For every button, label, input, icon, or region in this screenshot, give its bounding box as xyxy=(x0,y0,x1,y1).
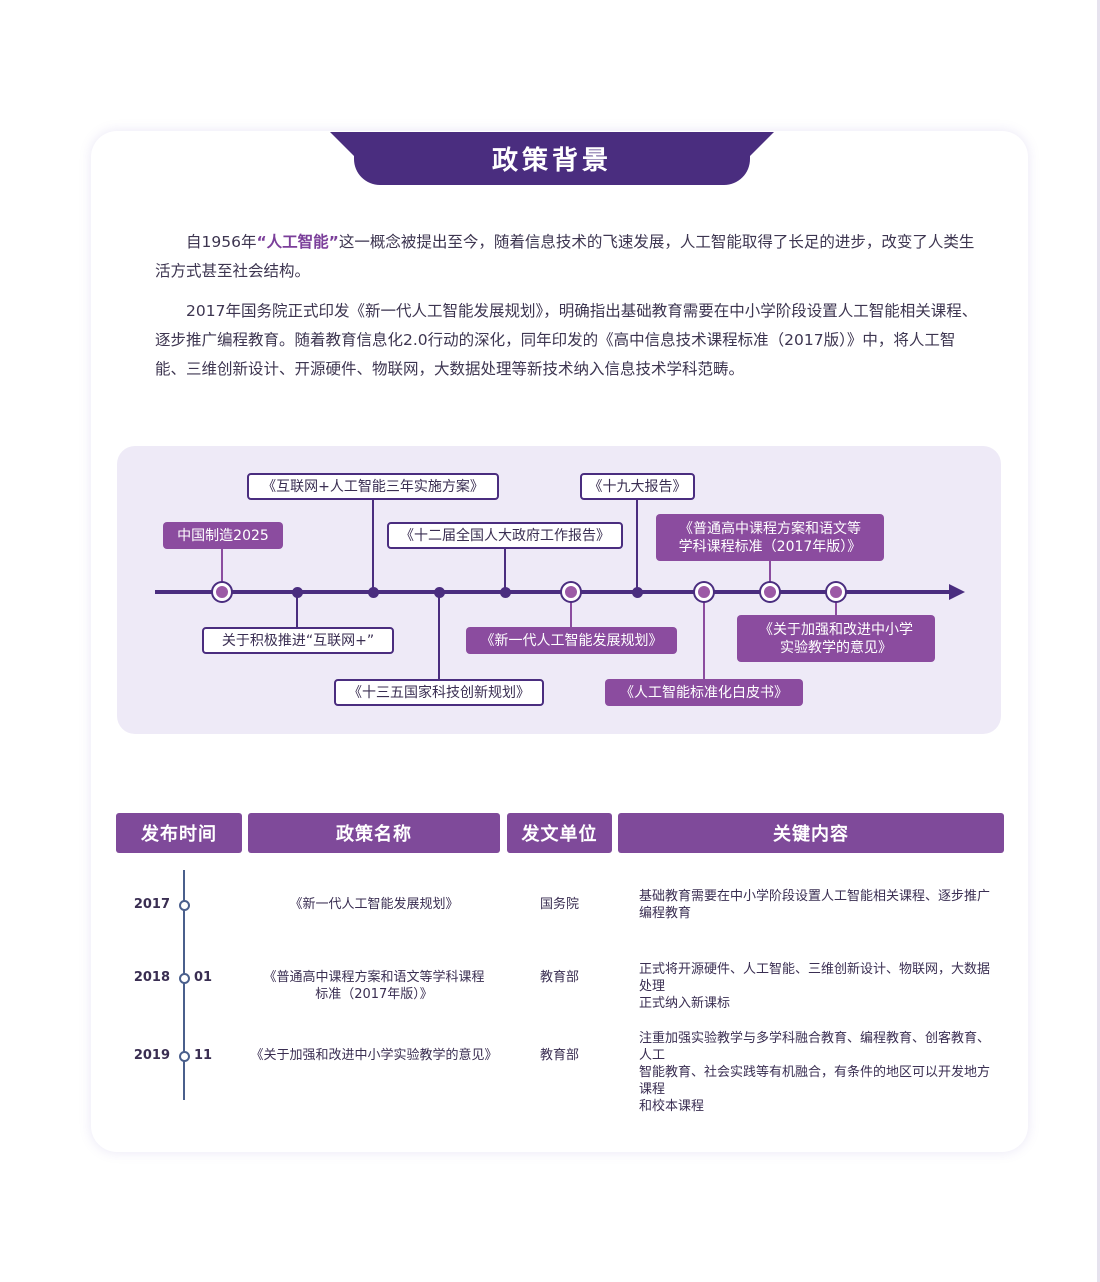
row-key-content: 注重加强实验教学与多学科融合教育、编程教育、创客教育、人工智能教育、社会实践等有… xyxy=(639,1031,991,1114)
timeline-event-text: 关于积极推进“互联网+” xyxy=(221,632,375,649)
page-edge xyxy=(1097,0,1100,1282)
row-year: 2017 xyxy=(133,897,170,912)
timeline-event-text: 《关于加强和改进中小学实验教学的意见》 xyxy=(759,621,913,656)
table-timeline-line xyxy=(183,870,185,1100)
row-policy-name: 《关于加强和改进中小学实验教学的意见》 xyxy=(250,1048,498,1063)
timeline-node xyxy=(562,583,580,601)
row-timeline-node xyxy=(178,972,190,984)
timeline-event-text: 《十二届全国人大政府工作报告》 xyxy=(400,527,610,544)
row-year: 2019 xyxy=(133,1048,170,1063)
timeline-node xyxy=(499,586,511,598)
row-key-content: 正式将开源硬件、人工智能、三维创新设计、物联网，大数据处理正式纳入新课标 xyxy=(639,962,991,1011)
timeline-axis xyxy=(155,590,951,594)
timeline-node xyxy=(631,586,643,598)
timeline-connector xyxy=(570,592,572,627)
timeline-node xyxy=(433,586,445,598)
section-title: 政策背景 xyxy=(491,146,612,176)
timeline-node xyxy=(213,583,231,601)
timeline-connector xyxy=(438,592,440,679)
timeline-event-text: 中国制造2025 xyxy=(177,527,269,544)
timeline-event-label: 中国制造2025 xyxy=(163,522,283,549)
row-year: 2018 xyxy=(133,970,170,985)
timeline-event-label: 《新一代人工智能发展规划》 xyxy=(466,627,677,654)
timeline-event-text: 《十九大报告》 xyxy=(588,478,687,495)
timeline-connector xyxy=(296,592,298,627)
timeline-arrow-icon xyxy=(949,584,965,600)
intro-p1-after: 这一概念被提出至今，随着信息技术的飞速发展，人工智能取得了长足的进步，改变了人类… xyxy=(155,233,975,280)
row-issuer: 教育部 xyxy=(539,970,579,985)
row-timeline-node xyxy=(178,899,190,911)
row-key-content: 基础教育需要在中小学阶段设置人工智能相关课程、逐步推广编程教育 xyxy=(639,889,991,921)
timeline-connector xyxy=(221,549,223,592)
timeline-connector xyxy=(835,592,837,615)
row-issuer: 教育部 xyxy=(539,1048,579,1063)
timeline-event-text: 《新一代人工智能发展规划》 xyxy=(480,632,663,649)
timeline-event-label: 《十三五国家科技创新规划》 xyxy=(334,679,544,706)
timeline-event-label: 《十九大报告》 xyxy=(580,473,695,500)
timeline-node xyxy=(291,586,303,598)
row-month: 01 xyxy=(194,970,213,985)
section-title-tab: 政策背景 xyxy=(330,132,774,185)
timeline-event-label: 《关于加强和改进中小学实验教学的意见》 xyxy=(737,615,935,662)
row-policy-name: 《新一代人工智能发展规划》 xyxy=(289,897,459,912)
timeline-event-text: 《十三五国家科技创新规划》 xyxy=(348,684,530,701)
row-issuer: 国务院 xyxy=(539,897,579,912)
timeline-node xyxy=(367,586,379,598)
row-timeline-node xyxy=(178,1050,190,1062)
header-issuer: 发文单位 xyxy=(507,813,612,853)
timeline-event-label: 《互联网+人工智能三年实施方案》 xyxy=(247,473,499,500)
timeline-event-label: 关于积极推进“互联网+” xyxy=(202,627,394,654)
timeline-node xyxy=(761,583,779,601)
row-month: 11 xyxy=(194,1048,213,1063)
timeline-connector xyxy=(769,561,771,592)
intro-paragraph-1: 自1956年“人工智能”这一概念被提出至今，随着信息技术的飞速发展，人工智能取得… xyxy=(155,228,985,286)
timeline-connector xyxy=(372,500,374,592)
intro-paragraph-2: 2017年国务院正式印发《新一代人工智能发展规划》，明确指出基础教育需要在中小学… xyxy=(155,302,978,378)
header-key-content: 关键内容 xyxy=(618,813,1004,853)
timeline-event-text: 《人工智能标准化白皮书》 xyxy=(620,684,788,701)
intro-highlight: “人工智能” xyxy=(256,233,339,251)
timeline-connector xyxy=(636,500,638,592)
timeline-node xyxy=(827,583,845,601)
timeline-node xyxy=(695,583,713,601)
timeline-connector xyxy=(703,592,705,679)
timeline-connector xyxy=(504,549,506,592)
header-date: 发布时间 xyxy=(116,813,242,853)
row-policy-name: 《普通高中课程方案和语文等学科课程标准（2017年版）》 xyxy=(263,970,485,1002)
header-policy-name: 政策名称 xyxy=(248,813,500,853)
intro-p1-before: 自1956年 xyxy=(186,233,257,251)
timeline-event-text: 《普通高中课程方案和语文等学科课程标准（2017年版）》 xyxy=(678,520,862,555)
timeline-event-label: 《人工智能标准化白皮书》 xyxy=(605,679,803,706)
timeline-event-label: 《普通高中课程方案和语文等学科课程标准（2017年版）》 xyxy=(656,514,884,561)
timeline-event-text: 《互联网+人工智能三年实施方案》 xyxy=(262,478,484,495)
timeline-event-label: 《十二届全国人大政府工作报告》 xyxy=(387,522,623,549)
